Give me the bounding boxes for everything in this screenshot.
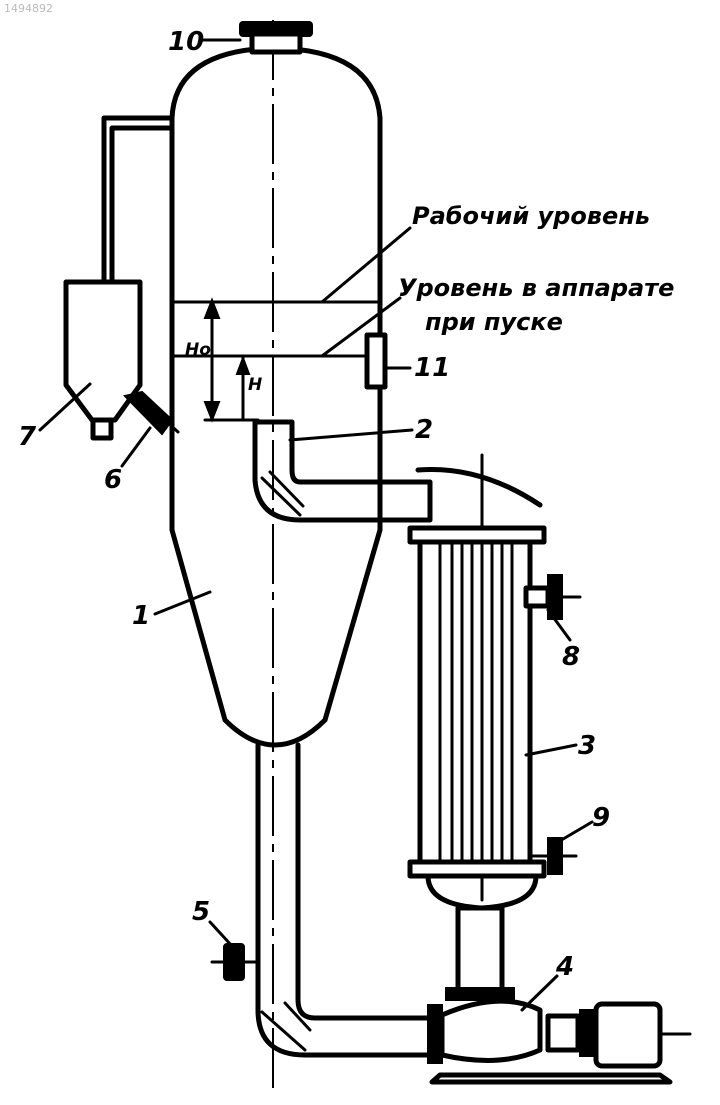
h0-symbol: Hо bbox=[185, 340, 211, 360]
svg-text:7: 7 bbox=[18, 422, 37, 452]
svg-text:6: 6 bbox=[104, 465, 122, 495]
callout-11: 11 bbox=[385, 353, 450, 383]
separator-trap bbox=[66, 262, 140, 438]
startup-level-label-line2: при пуске bbox=[425, 308, 563, 336]
vapor-line bbox=[104, 118, 172, 280]
svg-text:11: 11 bbox=[414, 353, 450, 383]
heater-tube-bundle bbox=[440, 542, 512, 862]
tube-heater bbox=[410, 455, 544, 1000]
watermark-text: 1494892 bbox=[4, 2, 53, 15]
startup-level-label-line1: Уровень в аппарате bbox=[398, 274, 674, 302]
svg-text:2: 2 bbox=[415, 415, 433, 445]
level-lines bbox=[172, 300, 380, 420]
separator-vessel bbox=[172, 20, 380, 1090]
working-level-label: Рабочий уровень bbox=[412, 202, 650, 230]
svg-text:8: 8 bbox=[562, 642, 580, 672]
callout-10: 10 bbox=[168, 27, 204, 57]
svg-text:10: 10 bbox=[168, 27, 204, 57]
svg-text:3: 3 bbox=[578, 731, 596, 761]
pump-motor bbox=[596, 1004, 690, 1066]
h-symbol: H bbox=[248, 375, 262, 395]
level-gauge bbox=[367, 335, 385, 387]
svg-text:4: 4 bbox=[555, 952, 574, 982]
drain-valve bbox=[212, 944, 258, 980]
callout-4: 4 bbox=[522, 952, 574, 1010]
svg-text:1: 1 bbox=[132, 601, 150, 631]
top-flange bbox=[200, 22, 312, 52]
callout-5: 5 bbox=[192, 897, 232, 946]
svg-text:5: 5 bbox=[192, 897, 210, 927]
callout-7: 7 bbox=[18, 384, 90, 452]
downcomer-pipe bbox=[258, 745, 430, 1055]
svg-text:9: 9 bbox=[592, 803, 610, 833]
callout-9: 9 bbox=[558, 803, 610, 842]
callout-2: 2 bbox=[290, 415, 433, 445]
steam-inlet-fitting bbox=[526, 575, 580, 619]
callout-3: 3 bbox=[526, 731, 596, 761]
circulation-pump bbox=[428, 1001, 670, 1082]
